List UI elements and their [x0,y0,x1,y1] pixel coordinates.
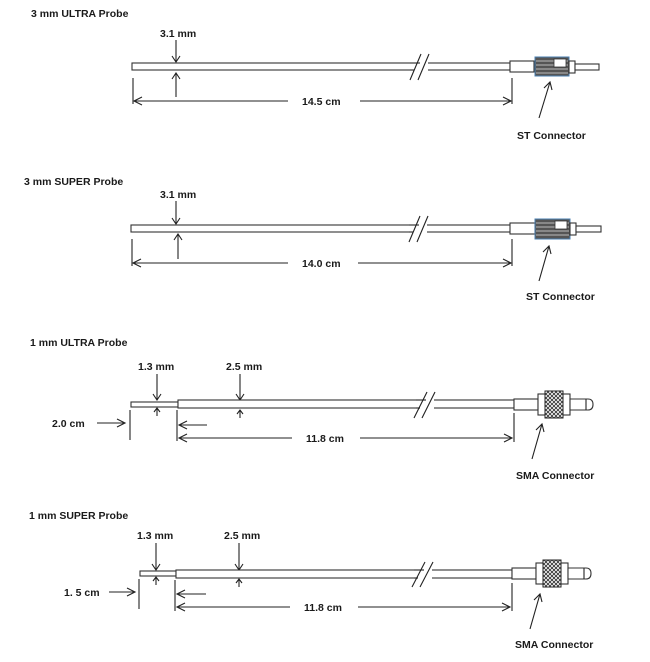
break-mark-icon [408,215,429,243]
length-dimension [131,239,513,268]
length-dimension [132,78,513,106]
tip-length-dimension [109,579,206,611]
shaft-diameter-arrow-down [234,543,244,571]
length-dimension [177,413,515,443]
break-mark-icon [409,53,430,81]
probe-title: 3 mm ULTRA Probe [31,8,129,20]
probe-shaft [130,222,512,236]
probe-shaft [139,567,513,581]
probe-3mm-super: 3 mm SUPER Probe 3.1 mm [24,176,602,303]
tip-diameter-label: 1.3 mm [137,530,173,542]
probe-3mm-ultra: 3 mm ULTRA Probe 3.1 mm [31,8,600,142]
shaft-diameter-arrow-up [235,578,243,587]
diameter-arrow-down [171,40,181,63]
tip-diameter-arrow-down [152,374,162,401]
shaft-diameter-label: 2.5 mm [226,361,262,373]
length-label: 11.8 cm [306,433,344,445]
diameter-arrow-up [171,72,181,97]
probe-1mm-super: 1 mm SUPER Probe 1.3 mm 2.5 mm [29,510,593,651]
length-dimension [175,583,513,612]
sma-connector [513,390,594,419]
connector-pointer-arrow [531,422,545,460]
diameter-label: 3.1 mm [160,189,196,201]
shaft-diameter-arrow-up [236,409,244,418]
tip-length-dimension [97,410,207,441]
shaft-diameter-arrow-down [235,374,245,401]
probe-title: 1 mm SUPER Probe [29,510,128,522]
probe-title: 3 mm SUPER Probe [24,176,123,188]
connector-label: SMA Connector [515,639,593,651]
break-mark-icon [413,391,436,419]
connector-label: ST Connector [517,130,586,142]
length-label: 14.5 cm [302,96,341,108]
diameter-arrow-down [171,201,181,225]
probe-shaft [130,397,515,411]
connector-label: ST Connector [526,291,595,303]
tip-diameter-arrow-down [151,543,161,571]
connector-pointer-arrow [529,592,543,630]
length-label: 11.8 cm [304,602,342,614]
tip-length-label: 1. 5 cm [64,587,100,599]
probe-1mm-ultra: 1 mm ULTRA Probe 1.3 mm 2.5 mm [30,337,594,482]
connector-pointer-arrow [538,80,553,119]
diameter-arrow-up [173,233,183,259]
tip-length-label: 2.0 cm [52,418,85,430]
shaft-diameter-label: 2.5 mm [224,530,260,542]
diameter-label: 3.1 mm [160,28,196,40]
probe-title: 1 mm ULTRA Probe [30,337,128,349]
sma-connector [511,559,592,588]
tip-diameter-label: 1.3 mm [138,361,174,373]
st-connector [509,56,600,77]
st-connector [509,218,602,240]
break-mark-icon [411,561,434,588]
probe-shaft [131,60,511,74]
tip-diameter-arrow-up [152,576,160,585]
length-label: 14.0 cm [302,258,341,270]
tip-diameter-arrow-up [153,407,161,416]
connector-label: SMA Connector [516,470,594,482]
connector-pointer-arrow [538,244,552,282]
